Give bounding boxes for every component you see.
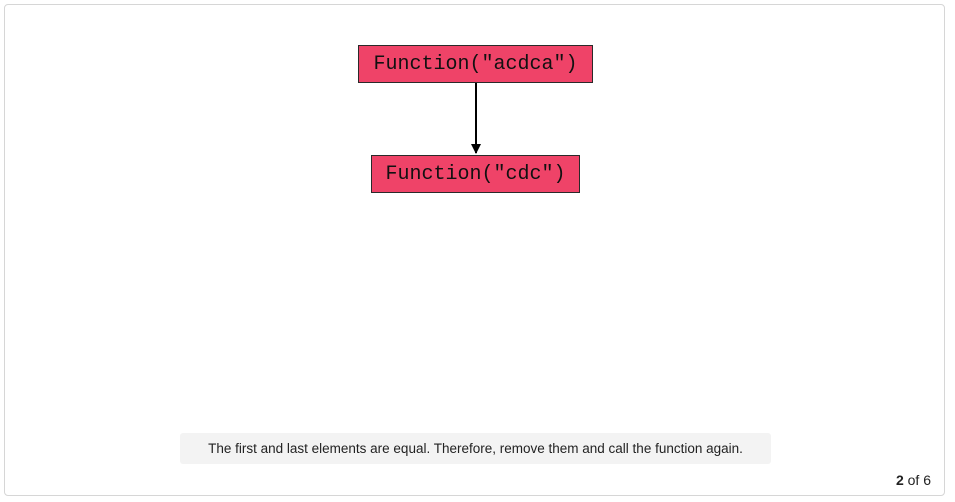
node-label: Function("cdc") — [385, 162, 566, 186]
slide-frame — [4, 4, 945, 496]
pager-current: 2 — [895, 472, 904, 488]
pager-separator: of — [907, 472, 920, 488]
node-function-acdca: Function("acdca") — [358, 45, 593, 83]
pager-total: 6 — [923, 472, 931, 488]
node-function-cdc: Function("cdc") — [371, 155, 580, 193]
caption-text: The first and last elements are equal. T… — [208, 441, 743, 456]
step-caption: The first and last elements are equal. T… — [180, 433, 771, 464]
slide-pager: 2 of 6 — [896, 472, 931, 488]
node-label: Function("acdca") — [373, 52, 578, 76]
